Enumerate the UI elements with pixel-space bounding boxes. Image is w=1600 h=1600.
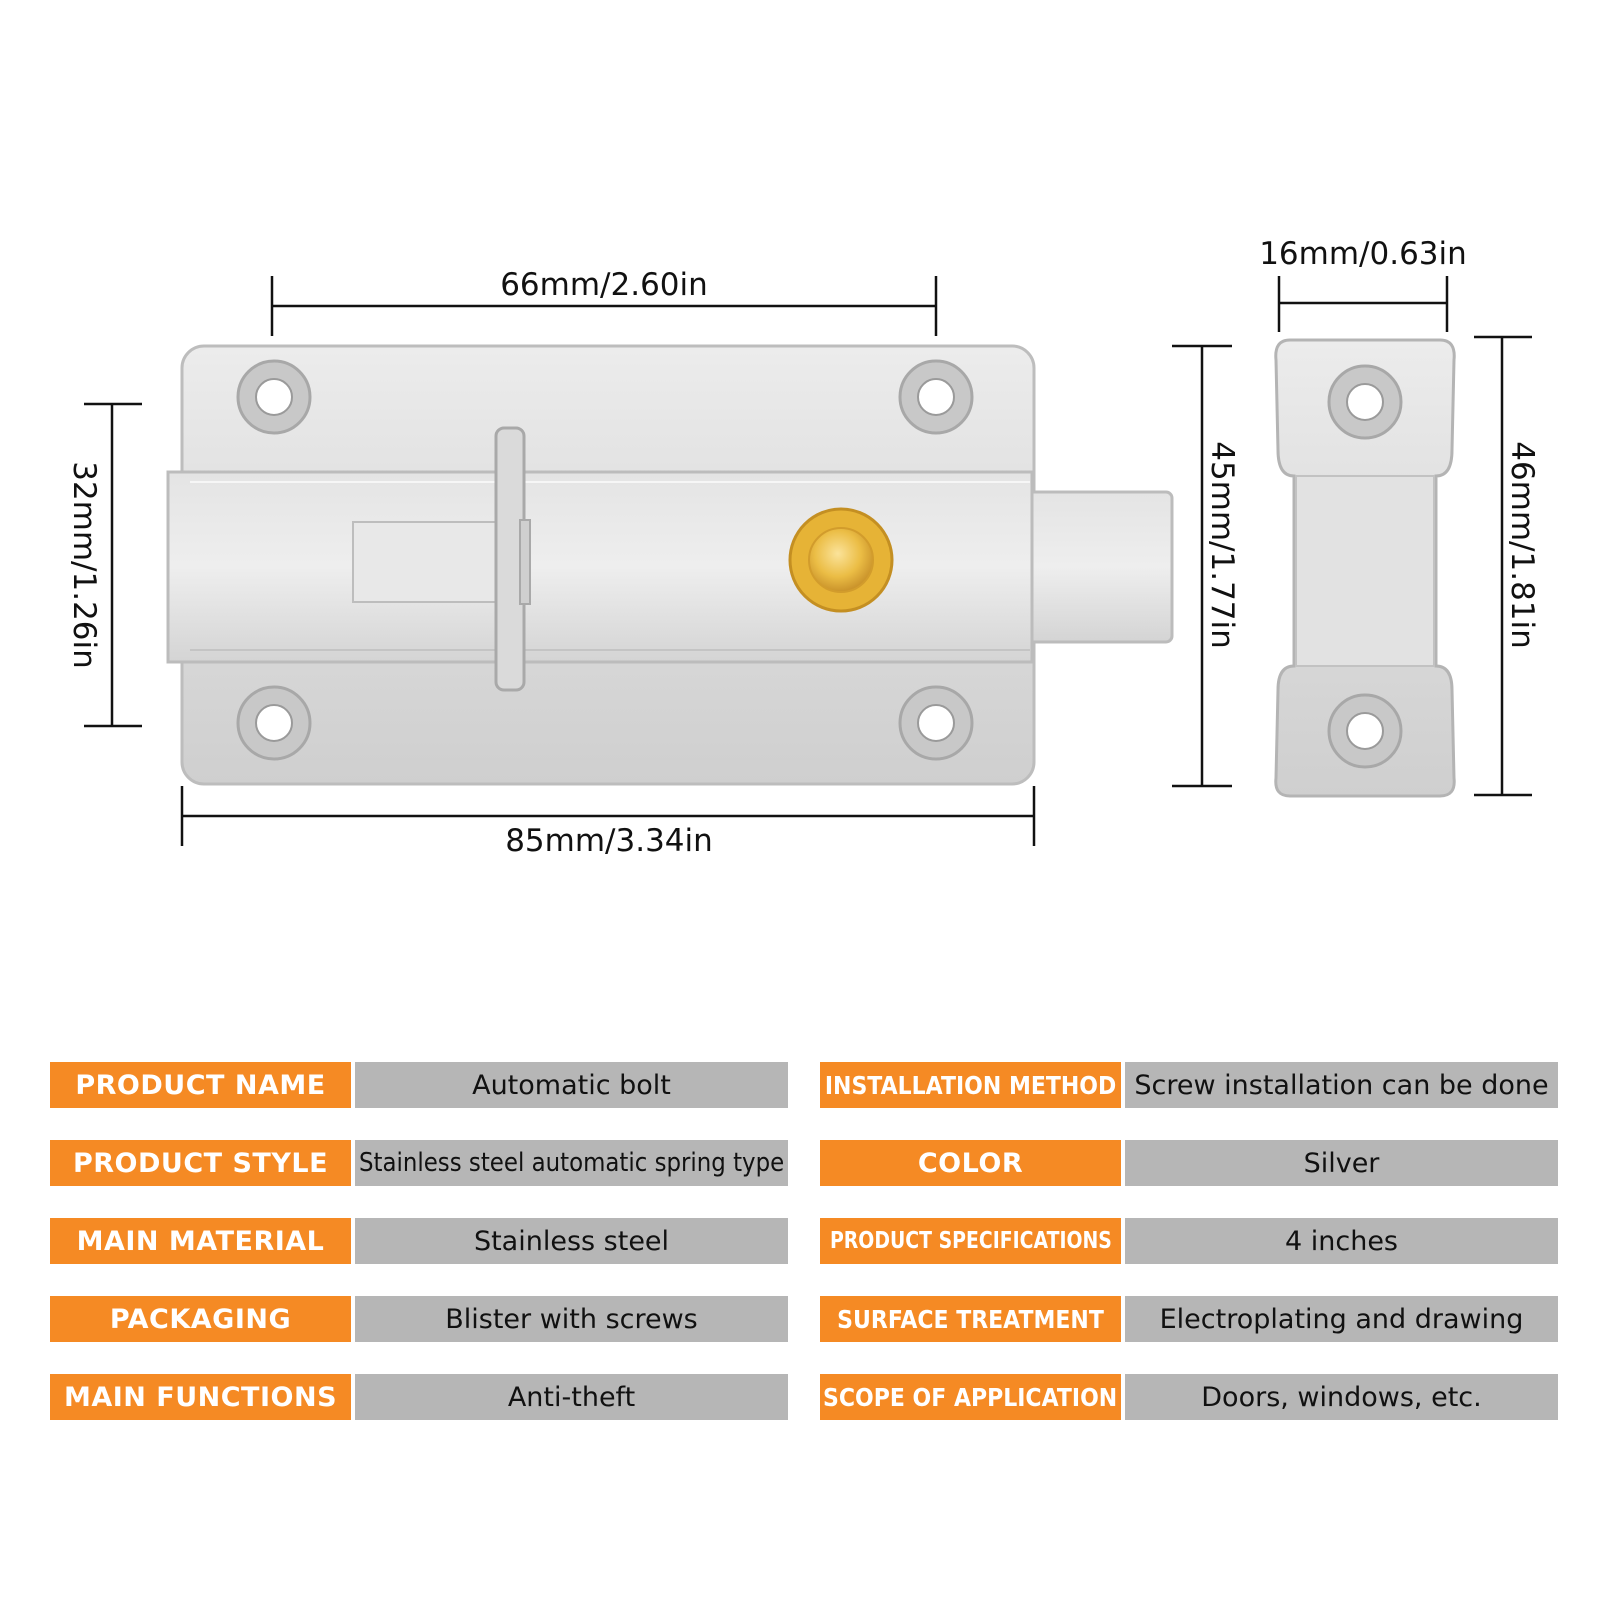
dimension-keeper-height-label: 46mm/1.81in xyxy=(1504,441,1540,649)
spec-label: SURFACE TREATMENT xyxy=(820,1296,1121,1342)
latch-bolt-bar xyxy=(166,470,1174,664)
spec-row: PRODUCT STYLE Stainless steel automatic … xyxy=(50,1140,788,1186)
spec-label: COLOR xyxy=(820,1140,1121,1186)
latch-handle-tab xyxy=(494,426,531,692)
spec-row: PRODUCT NAME Automatic bolt xyxy=(50,1062,788,1108)
dimension-keeper-width-label: 16mm/0.63in xyxy=(1259,236,1467,272)
spec-row: PRODUCT SPECIFICATIONS 4 inches xyxy=(820,1218,1558,1264)
spec-row: MAIN FUNCTIONS Anti-theft xyxy=(50,1374,788,1420)
dimension-top-width xyxy=(270,276,938,336)
spec-label-text: SURFACE TREATMENT xyxy=(837,1304,1104,1334)
dimension-keeper-width xyxy=(1277,276,1449,332)
spec-value: Screw installation can be done xyxy=(1125,1062,1558,1108)
spec-value: Automatic bolt xyxy=(355,1062,788,1108)
spec-value: Electroplating and drawing xyxy=(1125,1296,1558,1342)
spec-label: SCOPE OF APPLICATION xyxy=(820,1374,1121,1420)
spec-value: Anti-theft xyxy=(355,1374,788,1420)
keeper-screw-hole xyxy=(1327,693,1403,769)
spec-row: PACKAGING Blister with screws xyxy=(50,1296,788,1342)
spec-value: Doors, windows, etc. xyxy=(1125,1374,1558,1420)
spec-label: PACKAGING xyxy=(50,1296,351,1342)
spec-row: SURFACE TREATMENT Electroplating and dra… xyxy=(820,1296,1558,1342)
dimension-latch-height-label: 45mm/1.77in xyxy=(1204,441,1240,649)
spec-row: MAIN MATERIAL Stainless steel xyxy=(50,1218,788,1264)
spec-value-text: Stainless steel automatic spring type xyxy=(358,1148,785,1178)
spec-label: PRODUCT NAME xyxy=(50,1062,351,1108)
keeper-screw-hole xyxy=(1327,364,1403,440)
spec-label: PRODUCT STYLE xyxy=(50,1140,351,1186)
spec-value: 4 inches xyxy=(1125,1218,1558,1264)
spec-value: Stainless steel xyxy=(355,1218,788,1264)
spec-value: Silver xyxy=(1125,1140,1558,1186)
dimension-keeper-height xyxy=(1474,335,1532,797)
dimension-bottom-width-label: 85mm/3.34in xyxy=(505,823,713,859)
spec-row: INSTALLATION METHOD Screw installation c… xyxy=(820,1062,1558,1108)
spec-label-text: SCOPE OF APPLICATION xyxy=(823,1382,1118,1412)
latch-screw-hole xyxy=(236,685,312,761)
spec-value: Stainless steel automatic spring type xyxy=(355,1140,788,1186)
spec-row: COLOR Silver xyxy=(820,1140,1558,1186)
spec-label: MAIN MATERIAL xyxy=(50,1218,351,1264)
spec-label-text: PRODUCT SPECIFICATIONS xyxy=(829,1228,1112,1254)
latch-screw-hole xyxy=(236,359,312,435)
spec-label: INSTALLATION METHOD xyxy=(820,1062,1121,1108)
dimension-left-height xyxy=(84,402,142,728)
dimension-left-height-label: 32mm/1.26in xyxy=(66,461,102,669)
spec-label-text: INSTALLATION METHOD xyxy=(824,1070,1117,1100)
keeper-plate xyxy=(1274,338,1456,798)
dimension-top-width-label: 66mm/2.60in xyxy=(500,267,708,303)
latch-screw-hole xyxy=(898,685,974,761)
spec-row: SCOPE OF APPLICATION Doors, windows, etc… xyxy=(820,1374,1558,1420)
dimension-latch-height xyxy=(1172,344,1232,788)
spec-value: Blister with screws xyxy=(355,1296,788,1342)
latch-screw-hole xyxy=(898,359,974,435)
spec-label: MAIN FUNCTIONS xyxy=(50,1374,351,1420)
brass-knob-icon xyxy=(788,507,894,613)
dimension-bottom-width xyxy=(180,786,1036,846)
spec-label: PRODUCT SPECIFICATIONS xyxy=(820,1218,1121,1264)
